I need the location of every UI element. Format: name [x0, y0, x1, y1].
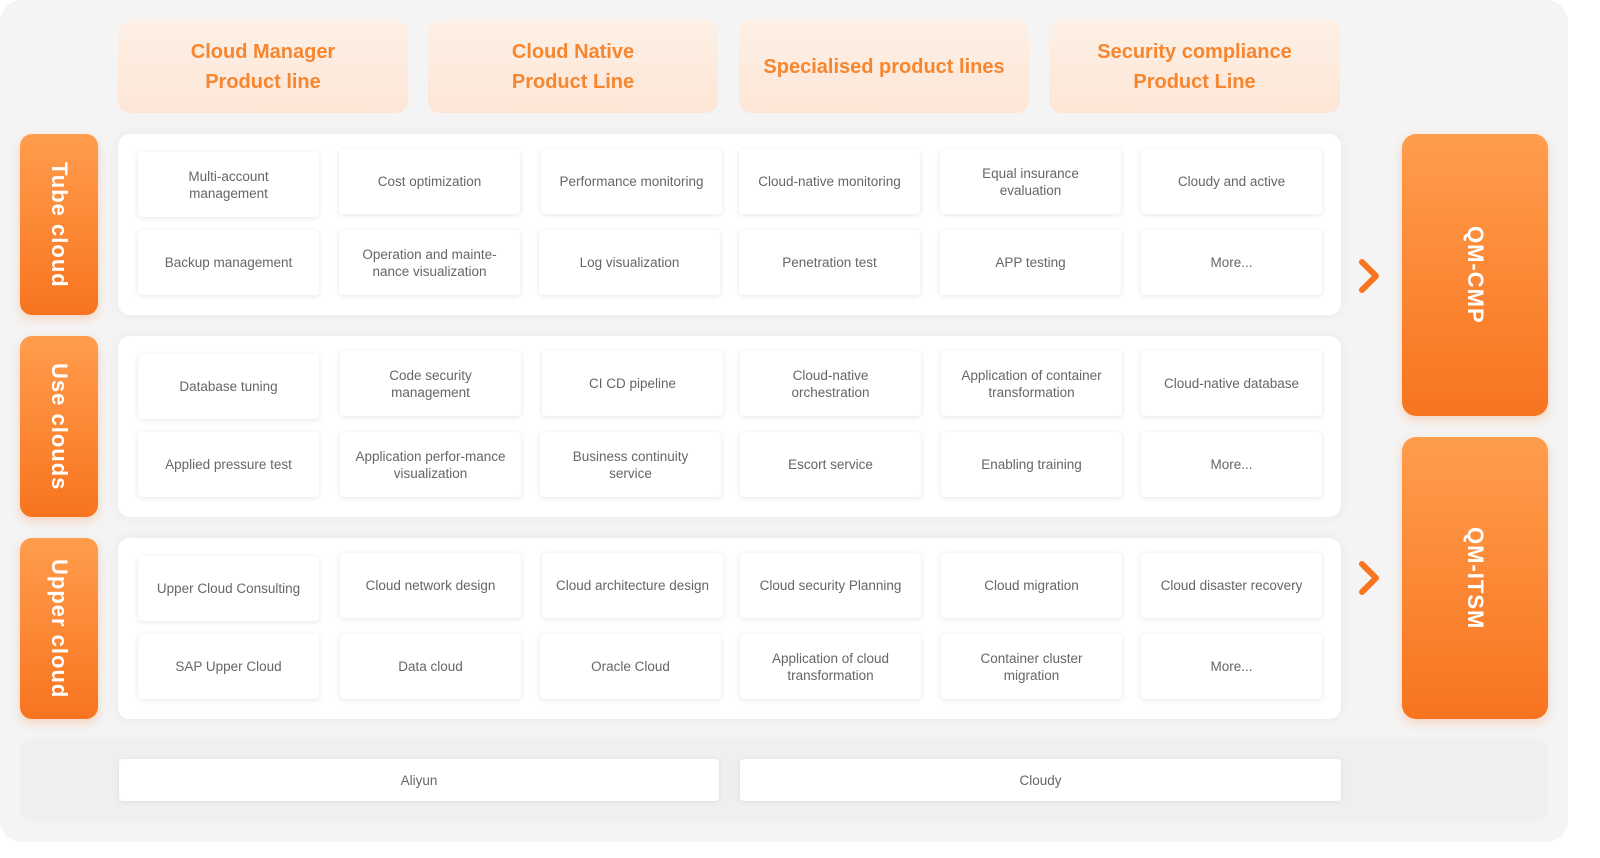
cell-item: Container cluster migration	[941, 634, 1122, 699]
cell-item: Cloud architecture design	[542, 553, 723, 618]
cell-item: Enabling training	[941, 432, 1122, 497]
row-label-use-clouds: Use clouds	[20, 336, 98, 517]
chevron-right-icon	[1359, 259, 1379, 293]
header-cloud-native: Cloud Native Product Line	[428, 20, 718, 113]
cell-item: Cost optimization	[339, 149, 520, 214]
base-cell-cloudy: Cloudy	[740, 759, 1341, 801]
cell-item: Cloud migration	[941, 553, 1122, 618]
cell-item: SAP Upper Cloud	[138, 634, 319, 699]
panel-upper-cloud	[118, 538, 1341, 719]
row-label-text: Upper cloud	[47, 558, 72, 699]
cell-item: Cloud network design	[340, 553, 521, 618]
cell-item: APP testing	[940, 230, 1121, 295]
chevron-right-icon	[1359, 561, 1379, 595]
row-label-upper-cloud: Upper cloud	[20, 538, 98, 719]
row-label-text: Tube cloud	[47, 161, 72, 288]
cell-item: Equal insurance evaluation	[940, 149, 1121, 214]
cell-item: Business continuity service	[540, 432, 721, 497]
cell-item: CI CD pipeline	[542, 351, 723, 416]
cell-item: Database tuning	[138, 354, 319, 419]
cell-item: Application perfor-mance visualization	[340, 432, 521, 497]
header-security-compliance: Security compliance Product Line	[1049, 20, 1340, 113]
cell-item: Data cloud	[340, 634, 521, 699]
cell-item: Log visualization	[539, 230, 720, 295]
cell-item: More...	[1141, 230, 1322, 295]
cell-item: Cloudy and active	[1141, 149, 1322, 214]
cell-item: Upper Cloud Consulting	[138, 556, 319, 621]
cell-item: More...	[1141, 634, 1322, 699]
cell-item: Cloud-native monitoring	[739, 149, 920, 214]
cell-item: More...	[1141, 432, 1322, 497]
header-specialised: Specialised product lines	[739, 20, 1029, 113]
cell-item: Application of cloud transformation	[740, 634, 921, 699]
cell-item: Applied pressure test	[138, 432, 319, 497]
cell-item: Cloud disaster recovery	[1141, 553, 1322, 618]
side-block-qm-cmp: QM-CMP	[1402, 134, 1548, 416]
panel-use-clouds	[118, 336, 1341, 517]
cell-item: Cloud-native database	[1141, 351, 1322, 416]
side-block-qm-itsm: QM-ITSM	[1402, 437, 1548, 719]
cell-item: Oracle Cloud	[540, 634, 721, 699]
row-label-text: Use clouds	[47, 362, 72, 491]
cell-item: Multi-account management	[138, 152, 319, 217]
row-label-tube-cloud: Tube cloud	[20, 134, 98, 315]
cell-item: Escort service	[740, 432, 921, 497]
cell-item: Cloud-native orchestration	[740, 351, 921, 416]
cell-item: Backup management	[138, 230, 319, 295]
panel-tube-cloud	[118, 134, 1341, 315]
side-block-label: QM-CMP	[1463, 226, 1488, 324]
cell-item: Operation and mainte-nance visualization	[339, 230, 520, 295]
cell-item: Cloud security Planning	[740, 553, 921, 618]
cell-item: Code security management	[340, 351, 521, 416]
side-block-label: QM-ITSM	[1463, 526, 1488, 630]
cell-item: Penetration test	[739, 230, 920, 295]
cell-item: Application of container transformation	[941, 351, 1122, 416]
cell-item: Performance monitoring	[541, 149, 722, 214]
base-cell-aliyun: Aliyun	[119, 759, 719, 801]
header-cloud-manager: Cloud Manager Product line	[118, 20, 408, 113]
